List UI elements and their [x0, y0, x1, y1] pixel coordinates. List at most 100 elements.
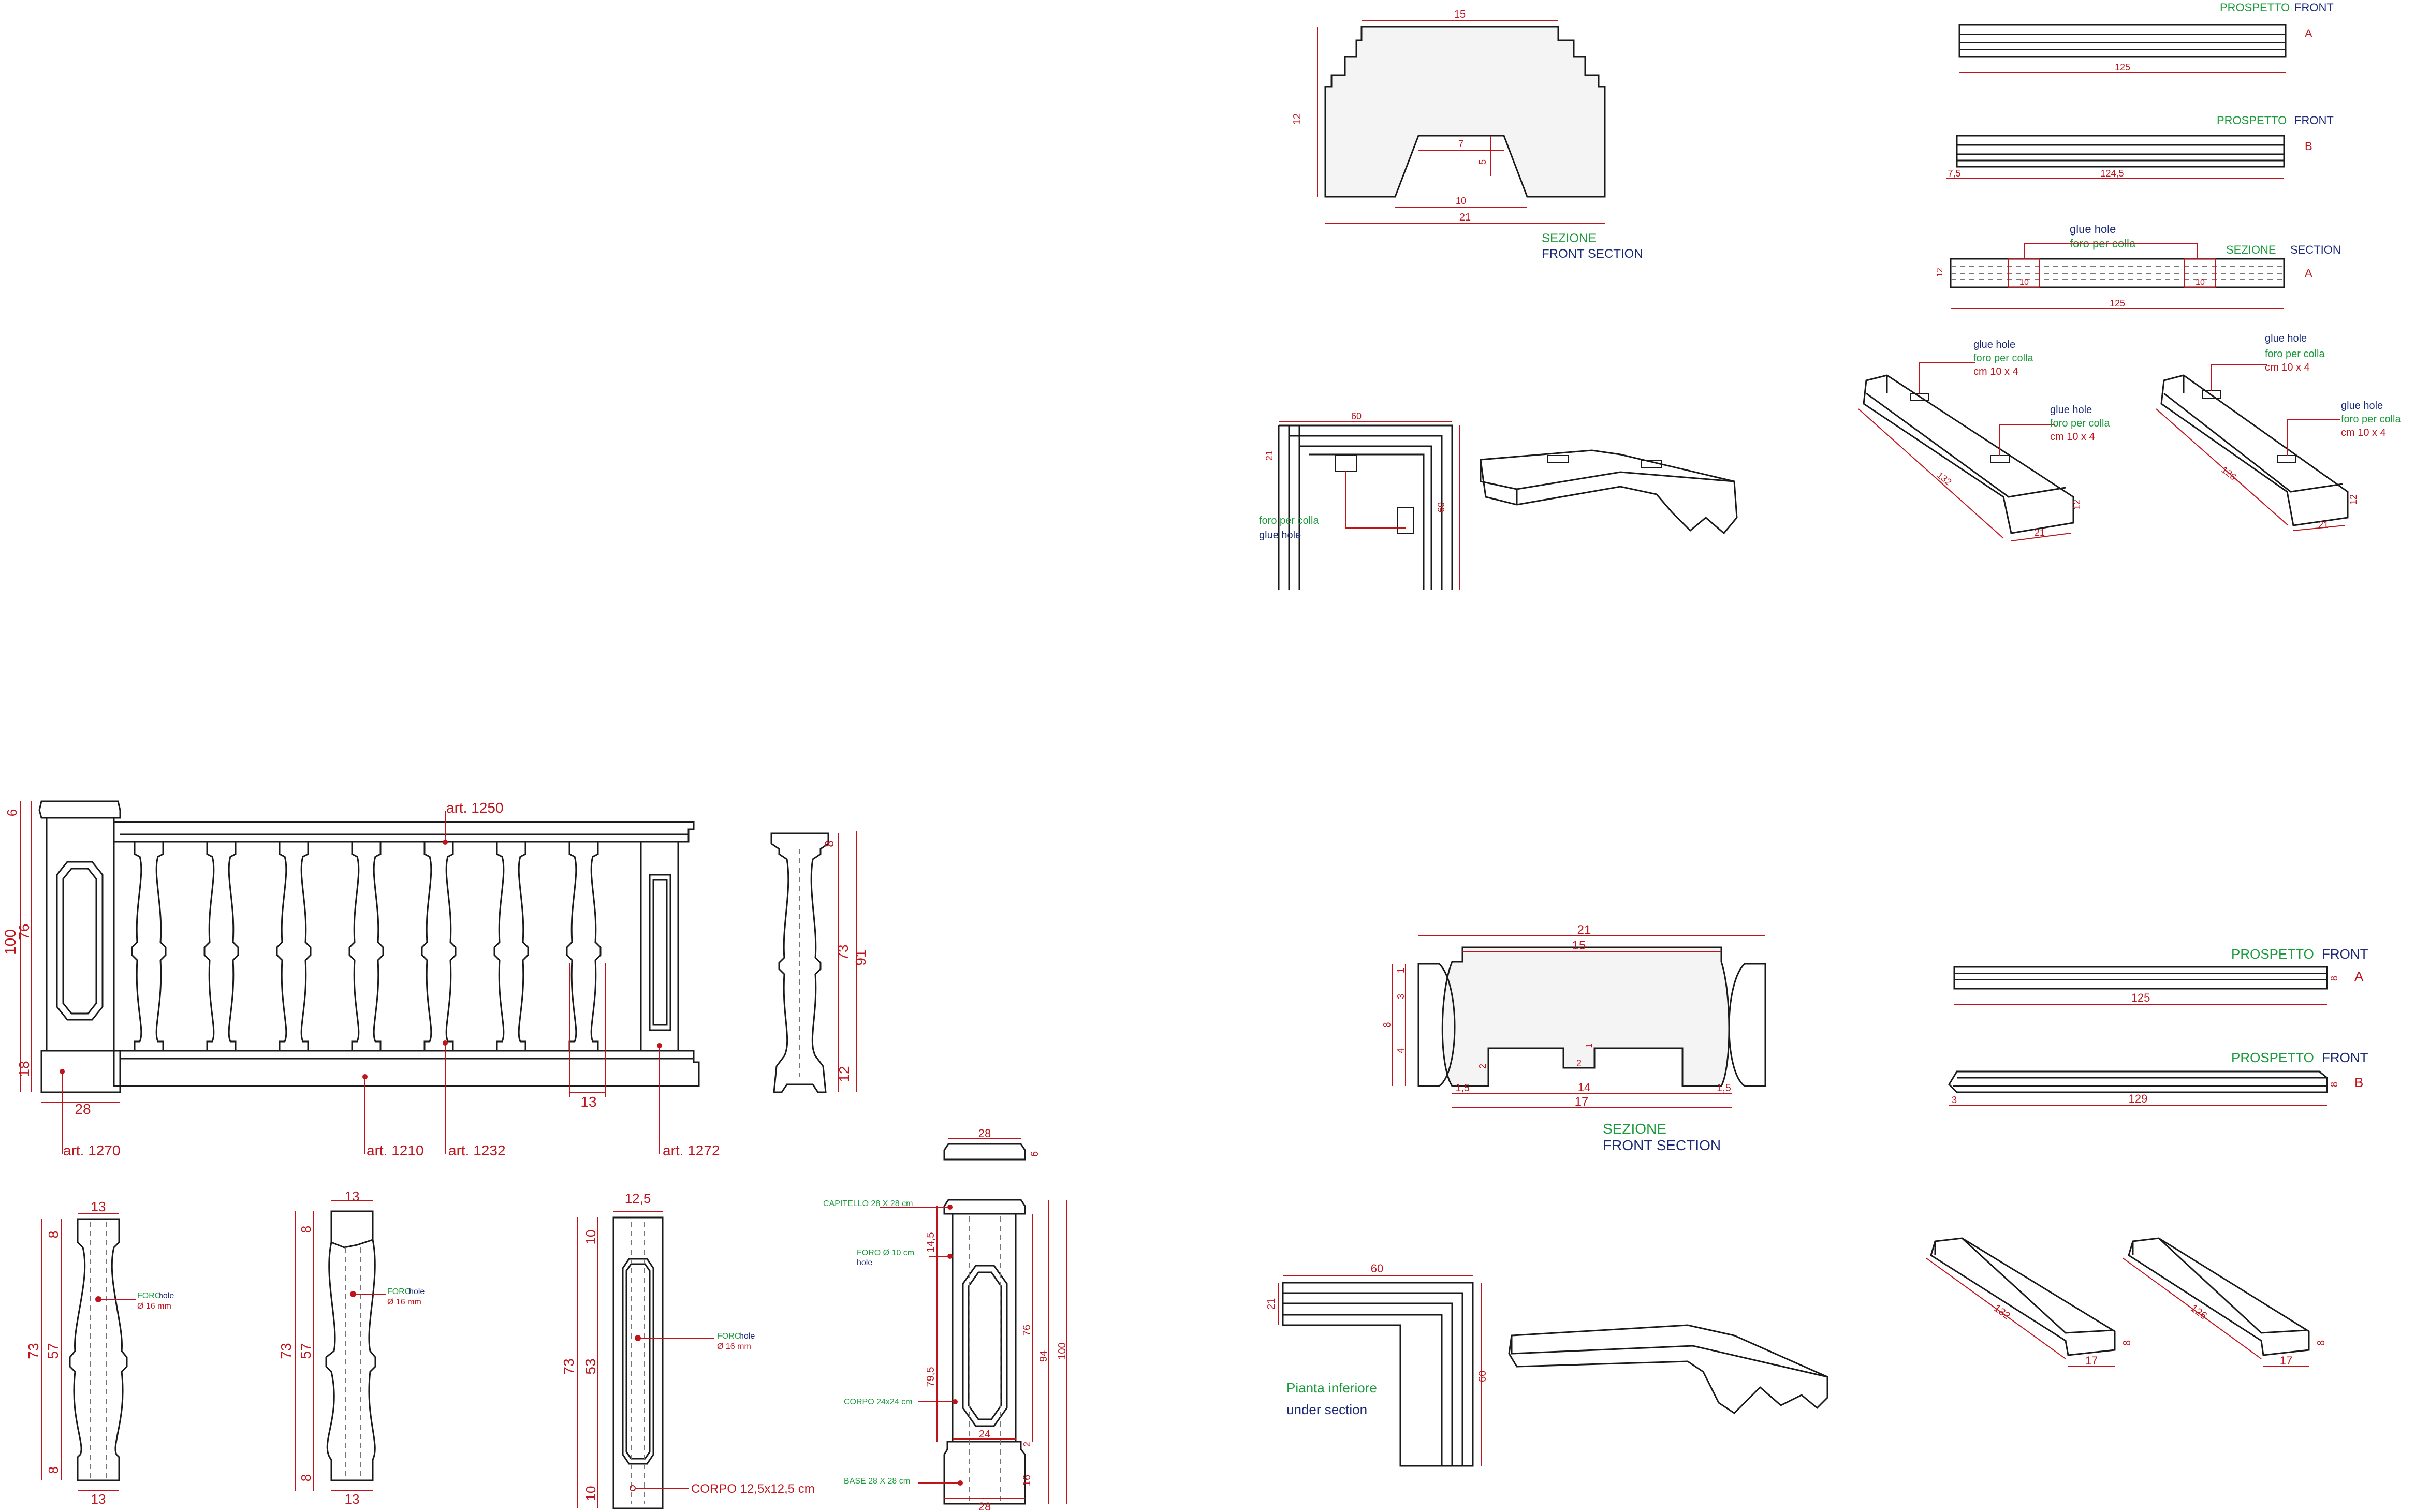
bottom-front-a: PROSPETTO FRONT A 125 8: [1953, 946, 2368, 1005]
bottom-section-profile: [1441, 946, 1730, 1087]
label-front-section: FRONT SECTION: [1603, 1137, 1721, 1153]
corner-iso-outline: [1480, 449, 1738, 535]
dim-length: 125: [2115, 62, 2130, 72]
label-prospetto: PROSPETTO: [2231, 1050, 2314, 1065]
dim-79-5: 79,5: [925, 1367, 936, 1387]
dim-2b: 2: [1576, 1058, 1582, 1068]
dim-91: 91: [853, 949, 869, 965]
dim-w: 21: [2318, 520, 2329, 530]
front-a-body: [1953, 966, 2328, 990]
dim-14: 14: [1578, 1081, 1590, 1094]
dim-73: 73: [835, 944, 851, 960]
top-front-a: PROSPETTO FRONT A 125: [1958, 1, 2334, 73]
dim-24: 24: [979, 1429, 990, 1440]
dim-h: 8: [2329, 1082, 2339, 1087]
label-front-section: FRONT SECTION: [1542, 247, 1643, 261]
label-glue-en: glue hole: [1259, 530, 1301, 541]
label-pianta: Pianta inferiore: [1286, 1380, 1377, 1396]
dim-76: 76: [16, 923, 32, 940]
art-pillar: art. 1270: [63, 1142, 121, 1158]
dim-1: 1: [1396, 968, 1406, 973]
dim-8: 8: [1382, 1022, 1393, 1027]
dim-top: 13: [91, 1199, 106, 1214]
dim-18: 18: [16, 1061, 32, 1077]
label-prospetto: PROSPETTO: [2217, 114, 2287, 127]
dim-top: 13: [345, 1188, 360, 1204]
label-foro: FORO: [387, 1287, 411, 1296]
dim-12: 12: [836, 1066, 852, 1082]
dim-10a: 10: [583, 1230, 598, 1245]
body-3-outline: [612, 1216, 664, 1509]
dim-6: 6: [4, 809, 20, 816]
iso-right-body: [2128, 1237, 2310, 1356]
label-hole: hole: [739, 1332, 755, 1341]
dim-d: 21: [1264, 450, 1275, 461]
dim-3: 3: [1396, 994, 1406, 999]
top-iso-right: glue hole foro per colla cm 10 x 4 glue …: [2156, 333, 2401, 531]
dim-length: 124,5: [2100, 168, 2124, 179]
dim-length: 129: [2129, 1092, 2148, 1105]
label-hole: hole: [409, 1287, 425, 1296]
pillar-outline: [38, 800, 121, 1093]
label-size: cm 10 x 4: [1973, 366, 2018, 377]
label-prospetto: PROSPETTO: [2231, 946, 2314, 962]
dim-offset: 3: [1952, 1095, 1957, 1105]
dim-8a: 8: [46, 1231, 61, 1238]
label-glue-it: foro per colla: [2265, 348, 2325, 360]
label-letter: A: [2354, 968, 2364, 984]
bottom-front-b: PROSPETTO FRONT B 3 129 8: [1948, 1050, 2368, 1106]
art-base: art. 1210: [367, 1142, 424, 1158]
front-b-body: [1948, 1070, 2328, 1093]
dim-inner-top: 7: [1458, 139, 1463, 149]
dim-2a: 2: [1477, 1064, 1488, 1069]
label-corpo: CORPO 12,5x12,5 cm: [691, 1482, 815, 1496]
pillar-outline: [943, 1199, 1026, 1505]
baluster-2-body: [325, 1239, 376, 1481]
dim-bottom: 13: [91, 1491, 106, 1507]
label-base: BASE 28 X 28 cm: [844, 1477, 910, 1486]
dim-8b: 8: [298, 1474, 314, 1481]
label-glue-it: foro per colla: [1259, 515, 1319, 526]
dim-57: 57: [298, 1343, 314, 1359]
label-front: FRONT: [2322, 1050, 2368, 1065]
dim-1-5a: 1,5: [1455, 1082, 1470, 1094]
label-glue2-en: glue hole: [2050, 404, 2092, 416]
label-glue-en: glue hole: [2070, 223, 2116, 236]
dim-cap-h: 6: [1029, 1151, 1041, 1157]
label-size2: cm 10 x 4: [2050, 431, 2095, 443]
dim-100: 100: [1057, 1342, 1068, 1359]
iso-left-body: [1930, 1237, 2116, 1356]
balustrade-elevation: 6 100 76 18 28 13 art. 1250 art. 1270 ar…: [2, 800, 720, 1158]
label-glue-it: foro per colla: [1973, 353, 2033, 364]
dim-h: 12: [2072, 500, 2082, 510]
dim-hole1: 10: [2019, 278, 2029, 287]
dim-hole2: 10: [2196, 278, 2205, 287]
dim-h: 12: [2348, 494, 2359, 505]
dim-d: 21: [1266, 1298, 1277, 1310]
label-glue2-en: glue hole: [2341, 400, 2383, 412]
dim-8b: 8: [46, 1466, 61, 1474]
label-size: cm 10 x 4: [2265, 362, 2310, 373]
front-b-body: [1956, 135, 2285, 168]
baluster-detail-2: 13 13 8 73 57 8 FORO hole Ø 16 mm: [278, 1188, 425, 1507]
dim-94: 94: [1038, 1350, 1049, 1362]
bottom-iso-left: 132 17 8: [1925, 1237, 2133, 1367]
dim-height: 12: [1292, 113, 1303, 125]
baluster: [566, 841, 602, 1052]
corner-outline: [1278, 424, 1453, 590]
dim-1b: 1: [1585, 1043, 1594, 1048]
pillar-cap-standalone: [943, 1143, 1026, 1161]
baluster: [203, 841, 239, 1052]
bottom-corner-plan: 60 21 60 Pianta inferiore under section: [1266, 1262, 1488, 1467]
dim-h: 8: [2329, 976, 2339, 981]
dim-h: 60: [1477, 1371, 1488, 1382]
body-3-panel: [622, 1258, 654, 1465]
label-section: SECTION: [2290, 243, 2341, 256]
bottom-iso-right: 126 17 8: [2122, 1237, 2327, 1367]
pillar-panel: [56, 861, 104, 1021]
dim-w: 17: [2085, 1354, 2098, 1367]
label-letter: A: [2305, 267, 2312, 280]
label-prospetto: PROSPETTO: [2220, 1, 2290, 14]
dim-13: 13: [580, 1094, 596, 1110]
top-corner-iso: [1480, 449, 1738, 535]
